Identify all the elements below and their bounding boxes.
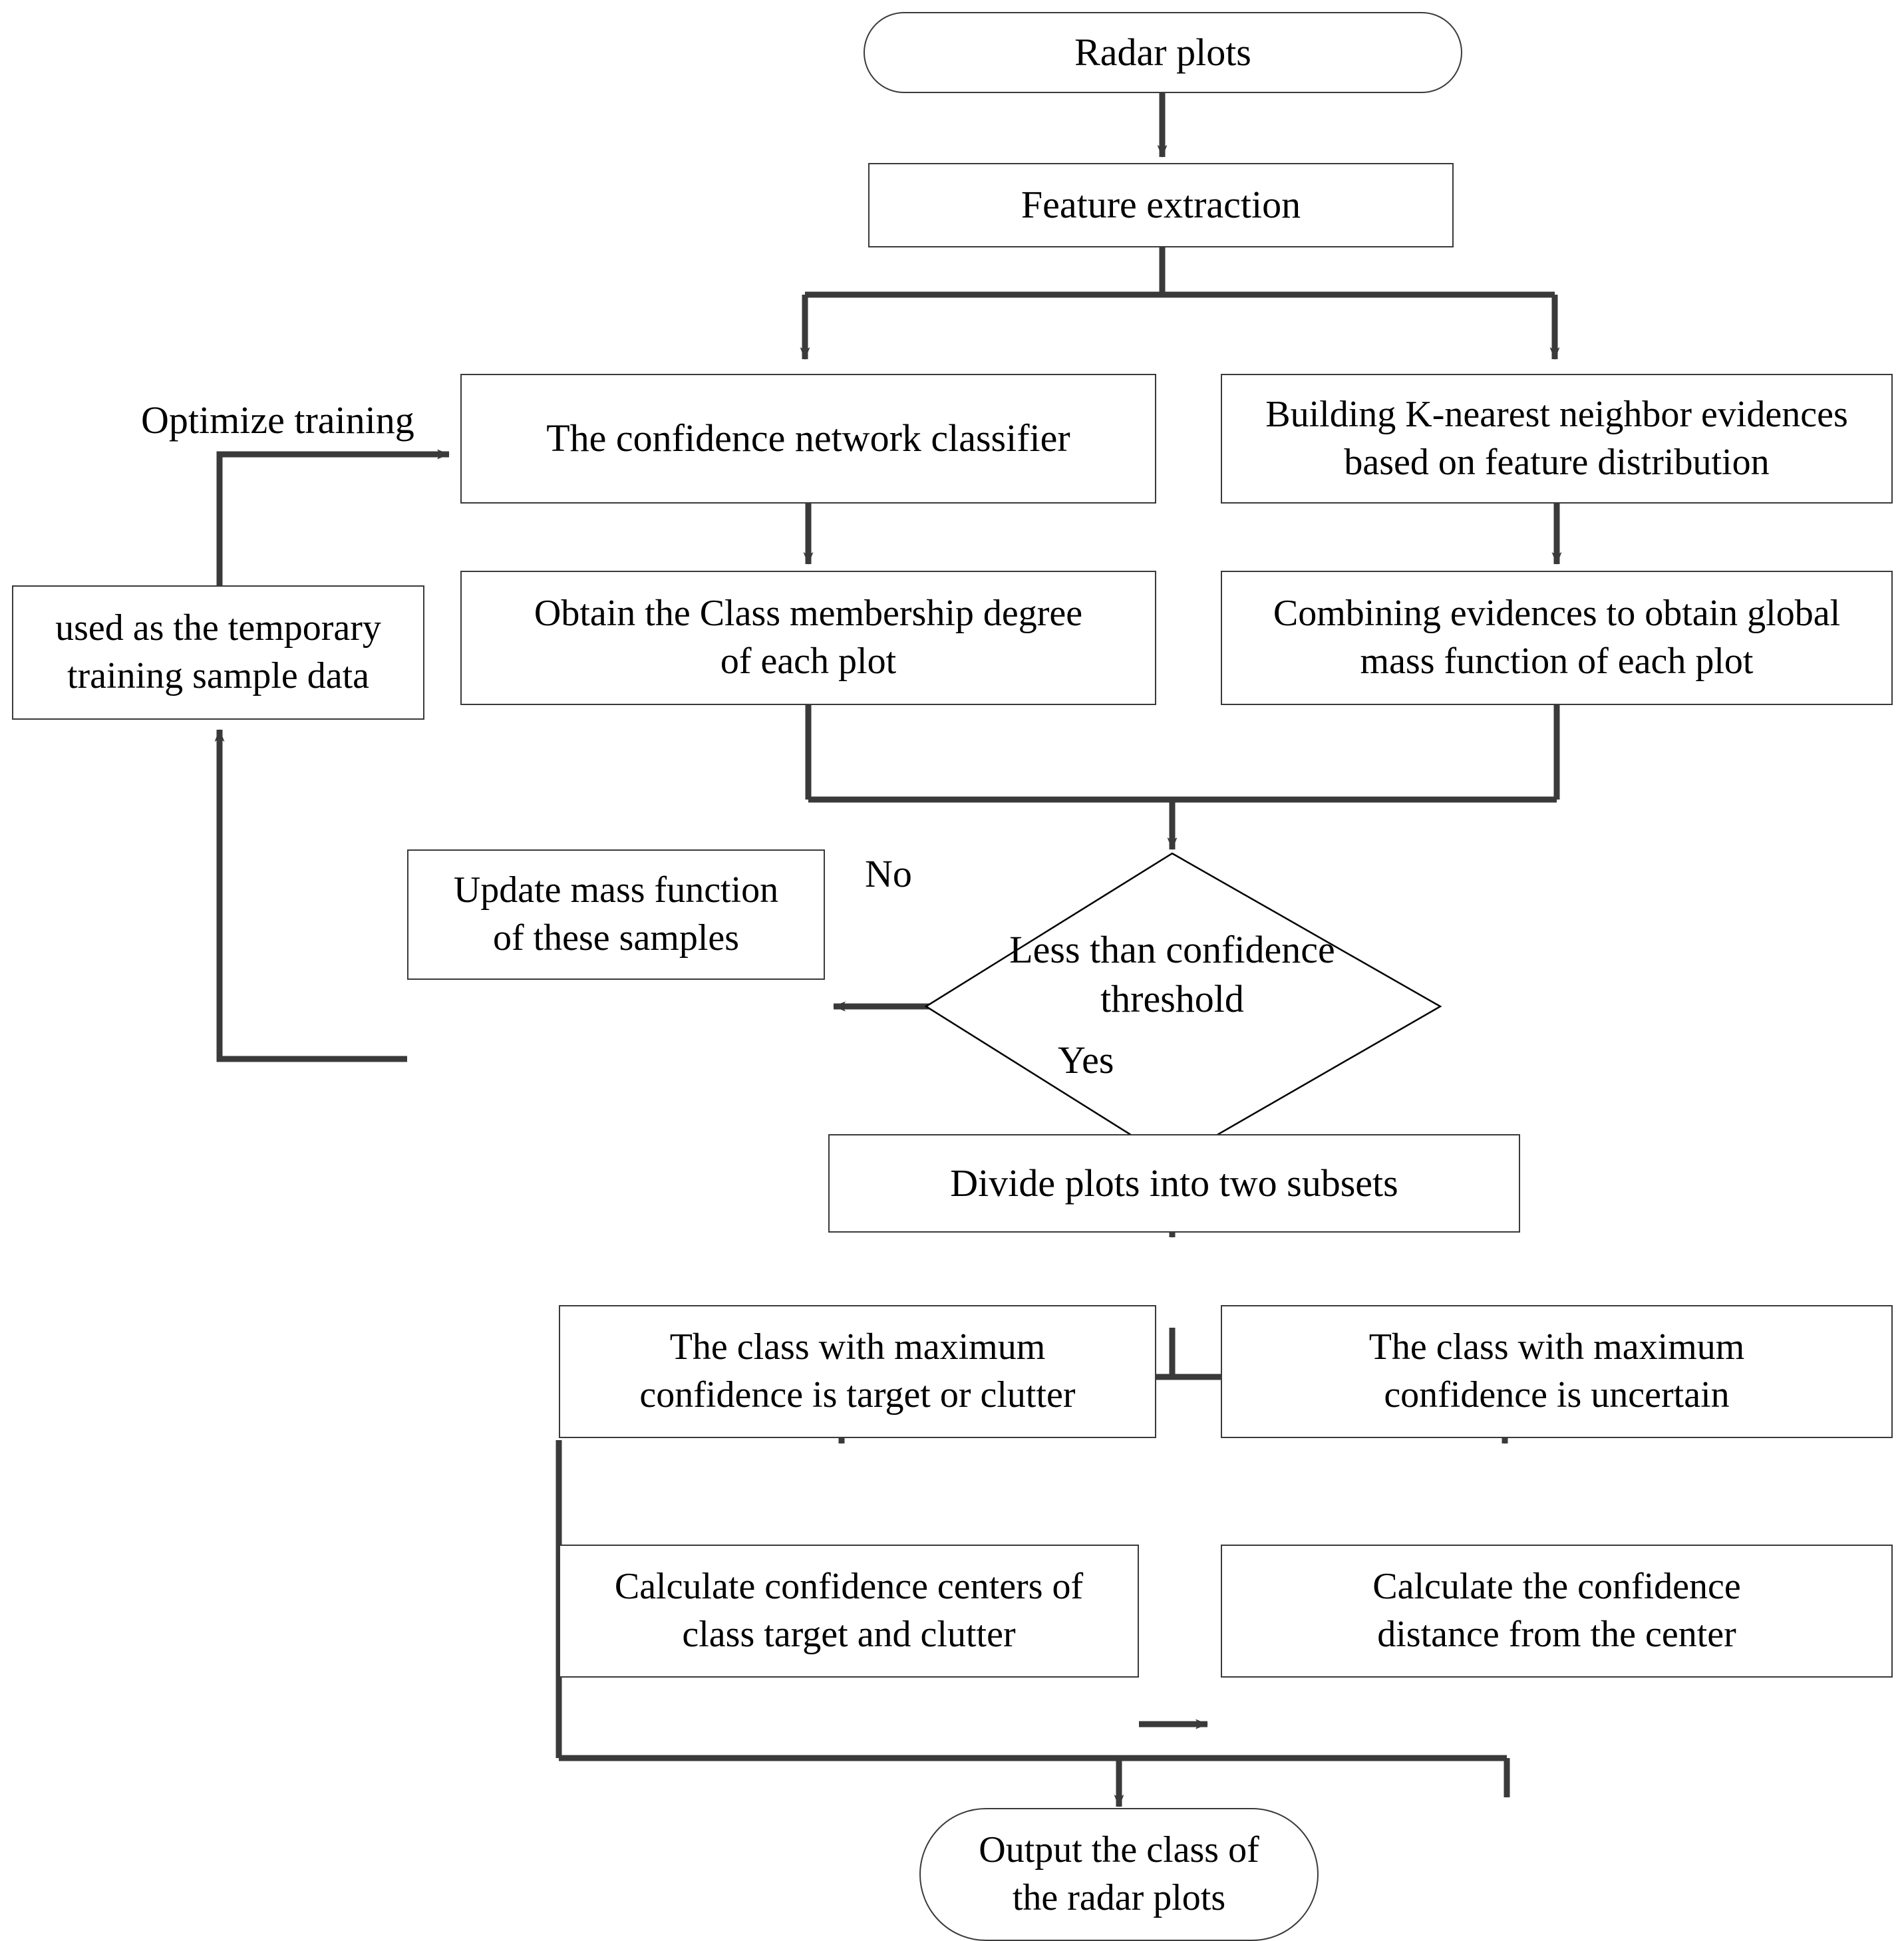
node-temporary-training-label: used as the temporary training sample da…: [55, 607, 381, 696]
node-max-conf-uncertain[interactable]: The class with maximum confidence is unc…: [1221, 1305, 1893, 1438]
edge-label-no: No: [865, 851, 912, 896]
node-radar-plots-label: Radar plots: [1074, 30, 1251, 74]
node-calc-confidence-centers[interactable]: Calculate confidence centers of class ta…: [559, 1545, 1139, 1678]
node-confidence-classifier[interactable]: The confidence network classifier: [460, 374, 1156, 504]
edge-label-optimize-training-text: Optimize training: [141, 398, 414, 442]
node-confidence-classifier-label: The confidence network classifier: [546, 416, 1070, 460]
edge-label-yes-text: Yes: [1058, 1038, 1114, 1082]
node-decision-threshold-label: Less than confidence threshold: [1009, 927, 1335, 1020]
node-feature-extraction[interactable]: Feature extraction: [868, 163, 1454, 247]
node-output-class[interactable]: Output the class of the radar plots: [919, 1808, 1319, 1941]
node-knn-evidences-label: Building K-nearest neighbor evidences ba…: [1265, 393, 1848, 483]
node-calc-confidence-distance[interactable]: Calculate the confidence distance from t…: [1221, 1545, 1893, 1678]
edge-label-optimize-training: Optimize training: [141, 398, 414, 442]
node-calc-confidence-distance-label: Calculate the confidence distance from t…: [1372, 1566, 1741, 1655]
node-max-conf-uncertain-label: The class with maximum confidence is unc…: [1368, 1326, 1745, 1416]
node-decision-threshold[interactable]: Less than confidence threshold: [966, 898, 1378, 1051]
edge-update-to-temporary: [214, 729, 407, 1062]
node-feature-extraction-label: Feature extraction: [1021, 183, 1301, 227]
node-calc-confidence-centers-label: Calculate confidence centers of class ta…: [614, 1566, 1084, 1655]
node-update-mass-function[interactable]: Update mass function of these samples: [407, 849, 825, 980]
node-update-mass-function-label: Update mass function of these samples: [453, 869, 779, 959]
node-class-membership-label: Obtain the Class membership degree of ea…: [534, 593, 1083, 682]
edge-temporary-to-classifier: [216, 449, 450, 585]
edge-label-yes: Yes: [1058, 1038, 1114, 1082]
node-max-conf-target-clutter-label: The class with maximum confidence is tar…: [639, 1326, 1076, 1416]
node-knn-evidences[interactable]: Building K-nearest neighbor evidences ba…: [1221, 374, 1893, 504]
node-divide-plots[interactable]: Divide plots into two subsets: [828, 1134, 1520, 1233]
node-radar-plots[interactable]: Radar plots: [864, 12, 1462, 93]
node-divide-plots-label: Divide plots into two subsets: [950, 1161, 1398, 1205]
node-max-conf-target-clutter[interactable]: The class with maximum confidence is tar…: [559, 1305, 1156, 1438]
node-temporary-training[interactable]: used as the temporary training sample da…: [12, 585, 424, 720]
node-combining-evidences-label: Combining evidences to obtain global mas…: [1273, 593, 1841, 682]
node-class-membership[interactable]: Obtain the Class membership degree of ea…: [460, 571, 1156, 705]
node-combining-evidences[interactable]: Combining evidences to obtain global mas…: [1221, 571, 1893, 705]
node-output-class-label: Output the class of the radar plots: [979, 1829, 1259, 1918]
edge-label-no-text: No: [865, 852, 912, 895]
flowchart-canvas: Radar plots Feature extraction The confi…: [12, 12, 1893, 1941]
